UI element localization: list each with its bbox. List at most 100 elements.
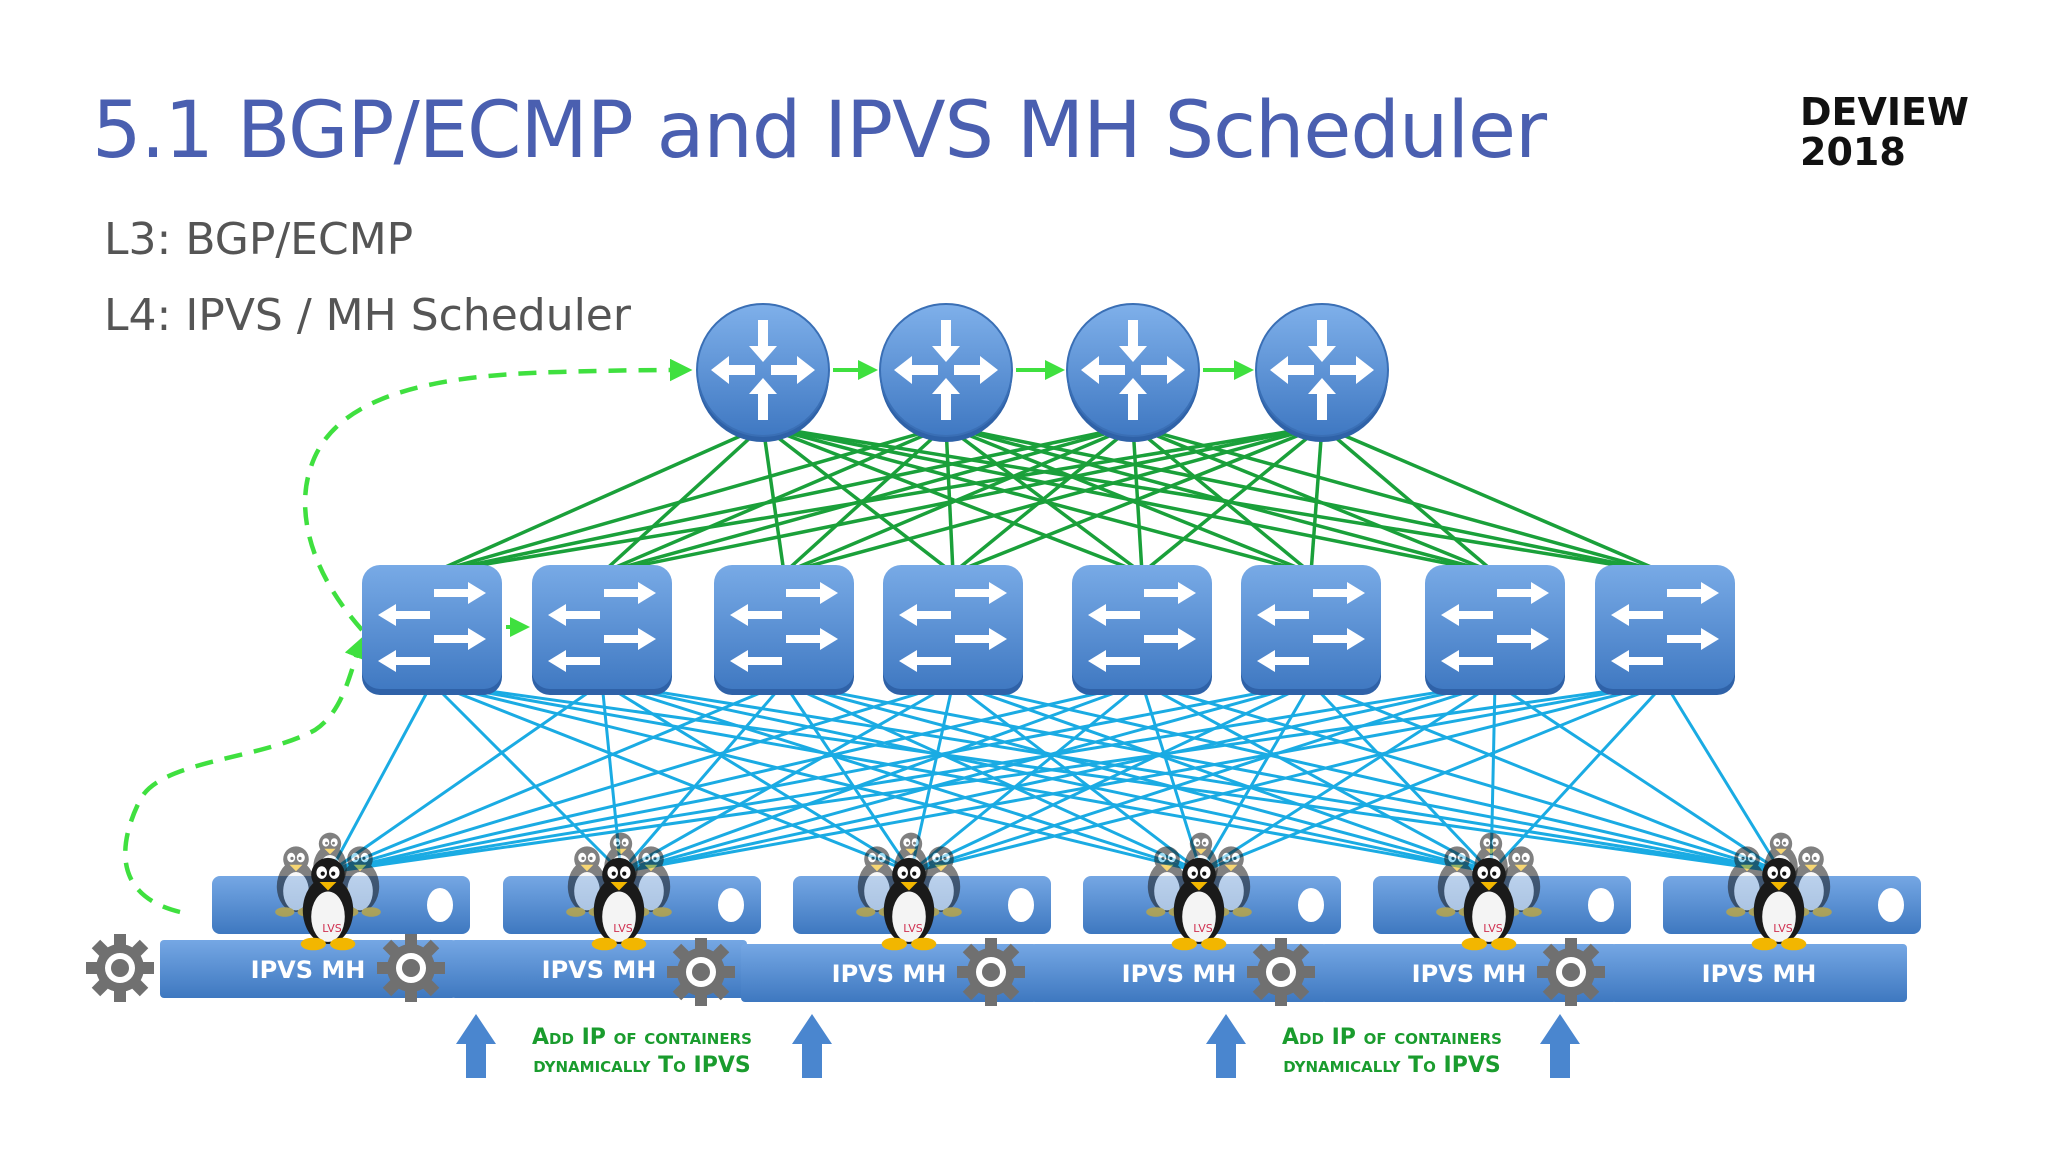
switch-link <box>910 681 1143 874</box>
router-link <box>431 424 764 575</box>
router-icon <box>1066 303 1200 437</box>
router-link <box>1320 424 1497 575</box>
bgp-dashed-path-upper <box>302 358 693 632</box>
arrow-down-icon <box>1119 320 1147 362</box>
switch-icon <box>362 565 502 689</box>
router-link <box>601 424 1323 575</box>
ipvs-box <box>451 940 747 998</box>
lvs-badge: LVS <box>613 922 632 935</box>
bgp-dashed-path-lower <box>123 635 366 915</box>
arrow-left-icon <box>1270 356 1314 384</box>
ipvs-label: IPVS MH <box>832 960 947 988</box>
penguin-icon <box>300 857 356 951</box>
gear-icon <box>957 938 1025 1006</box>
switch-link <box>329 681 1143 874</box>
arrow-up-icon <box>792 1014 832 1078</box>
arrow-right-icon <box>1667 628 1719 650</box>
arrow-right-icon <box>1330 356 1374 384</box>
switch-icon <box>1241 565 1381 689</box>
penguin-icon <box>1751 857 1807 951</box>
switch-link <box>952 681 1492 874</box>
penguin-icon <box>881 857 937 951</box>
arrow-right-icon <box>434 628 486 650</box>
arrow-left-icon <box>548 604 600 626</box>
switch-link <box>1663 682 1783 873</box>
ipvs-box <box>1321 944 1617 1002</box>
router-link <box>952 424 1323 575</box>
arrow-left-icon <box>1611 650 1663 672</box>
arrow-left-icon <box>711 356 755 384</box>
switch-link <box>431 681 912 874</box>
router-icon <box>696 303 830 437</box>
switch-link <box>329 681 1496 874</box>
router-link <box>945 424 1666 575</box>
arrow-right-icon <box>1313 582 1365 604</box>
subtitle-l4: L4: IPVS / MH Scheduler <box>104 290 631 341</box>
server-led-icon <box>1298 888 1324 922</box>
switch-icon <box>714 565 854 689</box>
arrow-left-icon <box>1088 650 1140 672</box>
switch-link <box>620 681 1666 874</box>
penguin-icon <box>591 857 647 951</box>
arrow-left-icon <box>899 604 951 626</box>
arrow-right-icon <box>604 582 656 604</box>
router-link <box>762 424 1143 575</box>
router-link <box>761 424 955 575</box>
arrow-up-icon <box>1119 378 1147 420</box>
gear-icon <box>377 934 445 1002</box>
router-link <box>1321 424 1666 575</box>
lvs-badge: LVS <box>1483 922 1502 935</box>
arrow-left-icon <box>1088 604 1140 626</box>
ipvs-box <box>1031 944 1327 1002</box>
ipvs-label: IPVS MH <box>1122 960 1237 988</box>
router <box>879 303 1013 442</box>
arrow-left-icon <box>1257 650 1309 672</box>
arrow-right-icon <box>434 582 486 604</box>
arrow-right-icon <box>1144 582 1196 604</box>
switch <box>362 565 502 695</box>
event-logo: DEVIEW 2018 <box>1800 92 1969 172</box>
switch-link <box>431 681 1782 874</box>
router-link <box>945 424 1312 575</box>
switch-link <box>430 681 623 874</box>
switch-link <box>782 682 913 873</box>
arrow-left-icon <box>899 650 951 672</box>
arrow-left-icon <box>378 604 430 626</box>
note-line: dynamically To IPVS <box>1283 1053 1500 1078</box>
switch-link <box>952 681 1202 874</box>
arrow-right-icon <box>771 356 815 384</box>
switch-link <box>1200 681 1496 874</box>
arrow-right-icon <box>786 582 838 604</box>
switch <box>714 565 854 695</box>
switch-link <box>620 681 1143 874</box>
arrow-left-icon <box>1081 356 1125 384</box>
server-led-icon <box>1878 888 1904 922</box>
switch-icon <box>532 565 672 689</box>
router-link <box>431 424 1134 575</box>
router-link <box>1140 424 1324 575</box>
router-link <box>431 424 947 575</box>
bgp-path <box>123 358 1254 915</box>
switch <box>1241 565 1381 695</box>
switch-link <box>910 681 1496 874</box>
arrow-up-icon <box>932 378 960 420</box>
subtitle-l3: L3: BGP/ECMP <box>104 214 414 265</box>
switch-node-links <box>328 681 1783 874</box>
router <box>696 303 830 442</box>
arrow-right-icon <box>786 628 838 650</box>
router-link <box>1309 425 1324 574</box>
event-year: 2018 <box>1800 130 1906 174</box>
router-icon <box>879 303 1013 437</box>
router <box>1066 303 1200 442</box>
arrow-up-icon <box>1540 1014 1580 1078</box>
ipvs-label: IPVS MH <box>542 956 657 984</box>
server-led-icon <box>1008 888 1034 922</box>
ipvs-box <box>160 940 456 998</box>
switch-link <box>601 681 1202 874</box>
arrow-right-icon <box>955 628 1007 650</box>
